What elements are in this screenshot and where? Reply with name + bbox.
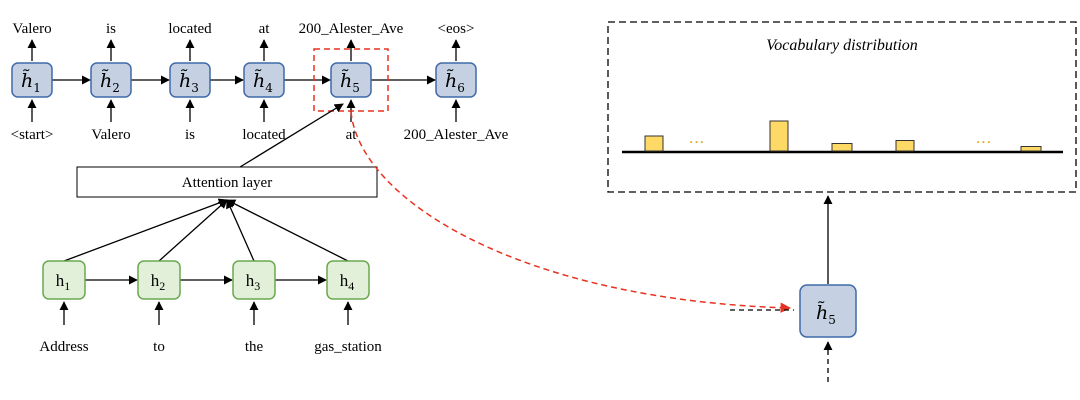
decoder-highlight-box [313, 48, 389, 112]
decoder-output-word-5: 200_Alester_Ave [299, 21, 404, 37]
encoder-node-4: h4 [326, 260, 370, 300]
ellipsis-2: … [976, 130, 993, 147]
vocabulary-bar-2 [769, 120, 789, 152]
encoder-node-box [232, 260, 276, 300]
vocabulary-bar-3 [831, 143, 853, 152]
vocabulary-bars [644, 120, 1042, 152]
decoder-node-3: h̃3 [169, 62, 211, 98]
encoder-input-word-4: gas_station [314, 339, 382, 355]
decoder-node-box [90, 62, 132, 98]
decoder-node-label: h̃5 [340, 69, 360, 95]
encoder-node-2: h2 [137, 260, 181, 300]
vocabulary-panel-border [607, 21, 1077, 193]
encoder-node-box [326, 260, 370, 300]
detail-node-label: h̃5 [816, 301, 836, 327]
vocabulary-bar-5 [1020, 146, 1042, 152]
detail-node-box [799, 284, 857, 338]
encoder-node-3: h3 [232, 260, 276, 300]
vocabulary-bar-4 [895, 140, 915, 152]
encoder-node-label: h4 [340, 271, 355, 293]
encoder-input-word-3: the [245, 339, 264, 355]
decoder-node-box [330, 62, 372, 98]
encoder-node-label: h2 [151, 271, 166, 293]
encoder-input-words: Address to the gas_station [39, 339, 382, 355]
vocabulary-title: Vocabulary distribution [766, 37, 918, 54]
vocabulary-panel: Vocabulary distribution … … [607, 21, 1077, 193]
encoder-to-attention-arrow [226, 199, 255, 262]
encoder-node-box [42, 260, 86, 300]
encoder-nodes: h1 h2 h3 h4 [42, 260, 370, 300]
encoder-node-label: h3 [246, 271, 261, 293]
decoder-node-label: h̃3 [179, 69, 199, 95]
decoder-output-words: Valero is located at 200_Alester_Ave <eos> [12, 21, 474, 37]
decoder-input-word-6: 200_Alester_Ave [404, 127, 509, 143]
decoder-input-word-3: is [185, 127, 195, 143]
decoder-input-words: <start> Valero is located at 200_Alester_Ave [11, 127, 509, 143]
encoder-node-box [137, 260, 181, 300]
encoder-arrows [59, 198, 353, 325]
decoder-node-label: h̃1 [21, 69, 41, 95]
encoder-node-1: h1 [42, 260, 86, 300]
attention-layer-label: Attention layer [182, 175, 272, 191]
decoder-sequence: Valero is located at 200_Alester_Ave <eos> <s… [11, 21, 509, 143]
decoder-node-box [243, 62, 285, 98]
decoder-node-box [169, 62, 211, 98]
decoder-input-word-4: located [242, 127, 286, 143]
decoder-output-word-2: is [106, 21, 116, 37]
decoder-node-box [11, 62, 53, 98]
decoder-node-box [435, 62, 477, 98]
detail-node-group: h̃5 [730, 195, 857, 382]
highlight-connector-curve [350, 111, 792, 313]
decoder-output-word-1: Valero [12, 21, 51, 37]
decoder-node-label: h̃6 [445, 69, 465, 95]
decoder-input-word-2: Valero [91, 127, 130, 143]
decoder-node-4: h̃4 [243, 62, 285, 98]
encoder-input-word-2: to [153, 339, 165, 355]
encoder-to-attention-arrow [226, 199, 349, 262]
decoder-node-label: h̃4 [253, 69, 273, 95]
encoder-to-attention-arrow [158, 199, 228, 262]
encoder-node-label: h1 [56, 271, 71, 293]
attention-to-decoder-arrow [239, 103, 344, 168]
decoder-output-word-3: located [168, 21, 212, 37]
decoder-node-1: h̃1 [11, 62, 53, 98]
encoder-to-attention-arrow [63, 198, 228, 262]
ellipsis-1: … [689, 130, 706, 147]
decoder-input-word-1: <start> [11, 127, 54, 143]
encoder-input-word-1: Address [39, 339, 88, 355]
decoder-node-2: h̃2 [90, 62, 132, 98]
decoder-node-5: h̃5 [330, 62, 372, 98]
decoder-input-word-5: at [346, 127, 358, 143]
decoder-output-word-6: <eos> [438, 21, 475, 37]
attention-layer: Attention layer [76, 103, 378, 198]
decoder-node-label: h̃2 [100, 69, 120, 95]
decoder-output-word-4: at [259, 21, 271, 37]
decoder-node-6: h̃6 [435, 62, 477, 98]
decoder-nodes: h̃1 h̃2 h̃3 h̃4 h̃5 h̃6 [11, 62, 477, 98]
vocabulary-bar-1 [644, 135, 664, 152]
encoder-sequence: h1 h2 h3 h4 Address to the gas_station [39, 198, 382, 355]
